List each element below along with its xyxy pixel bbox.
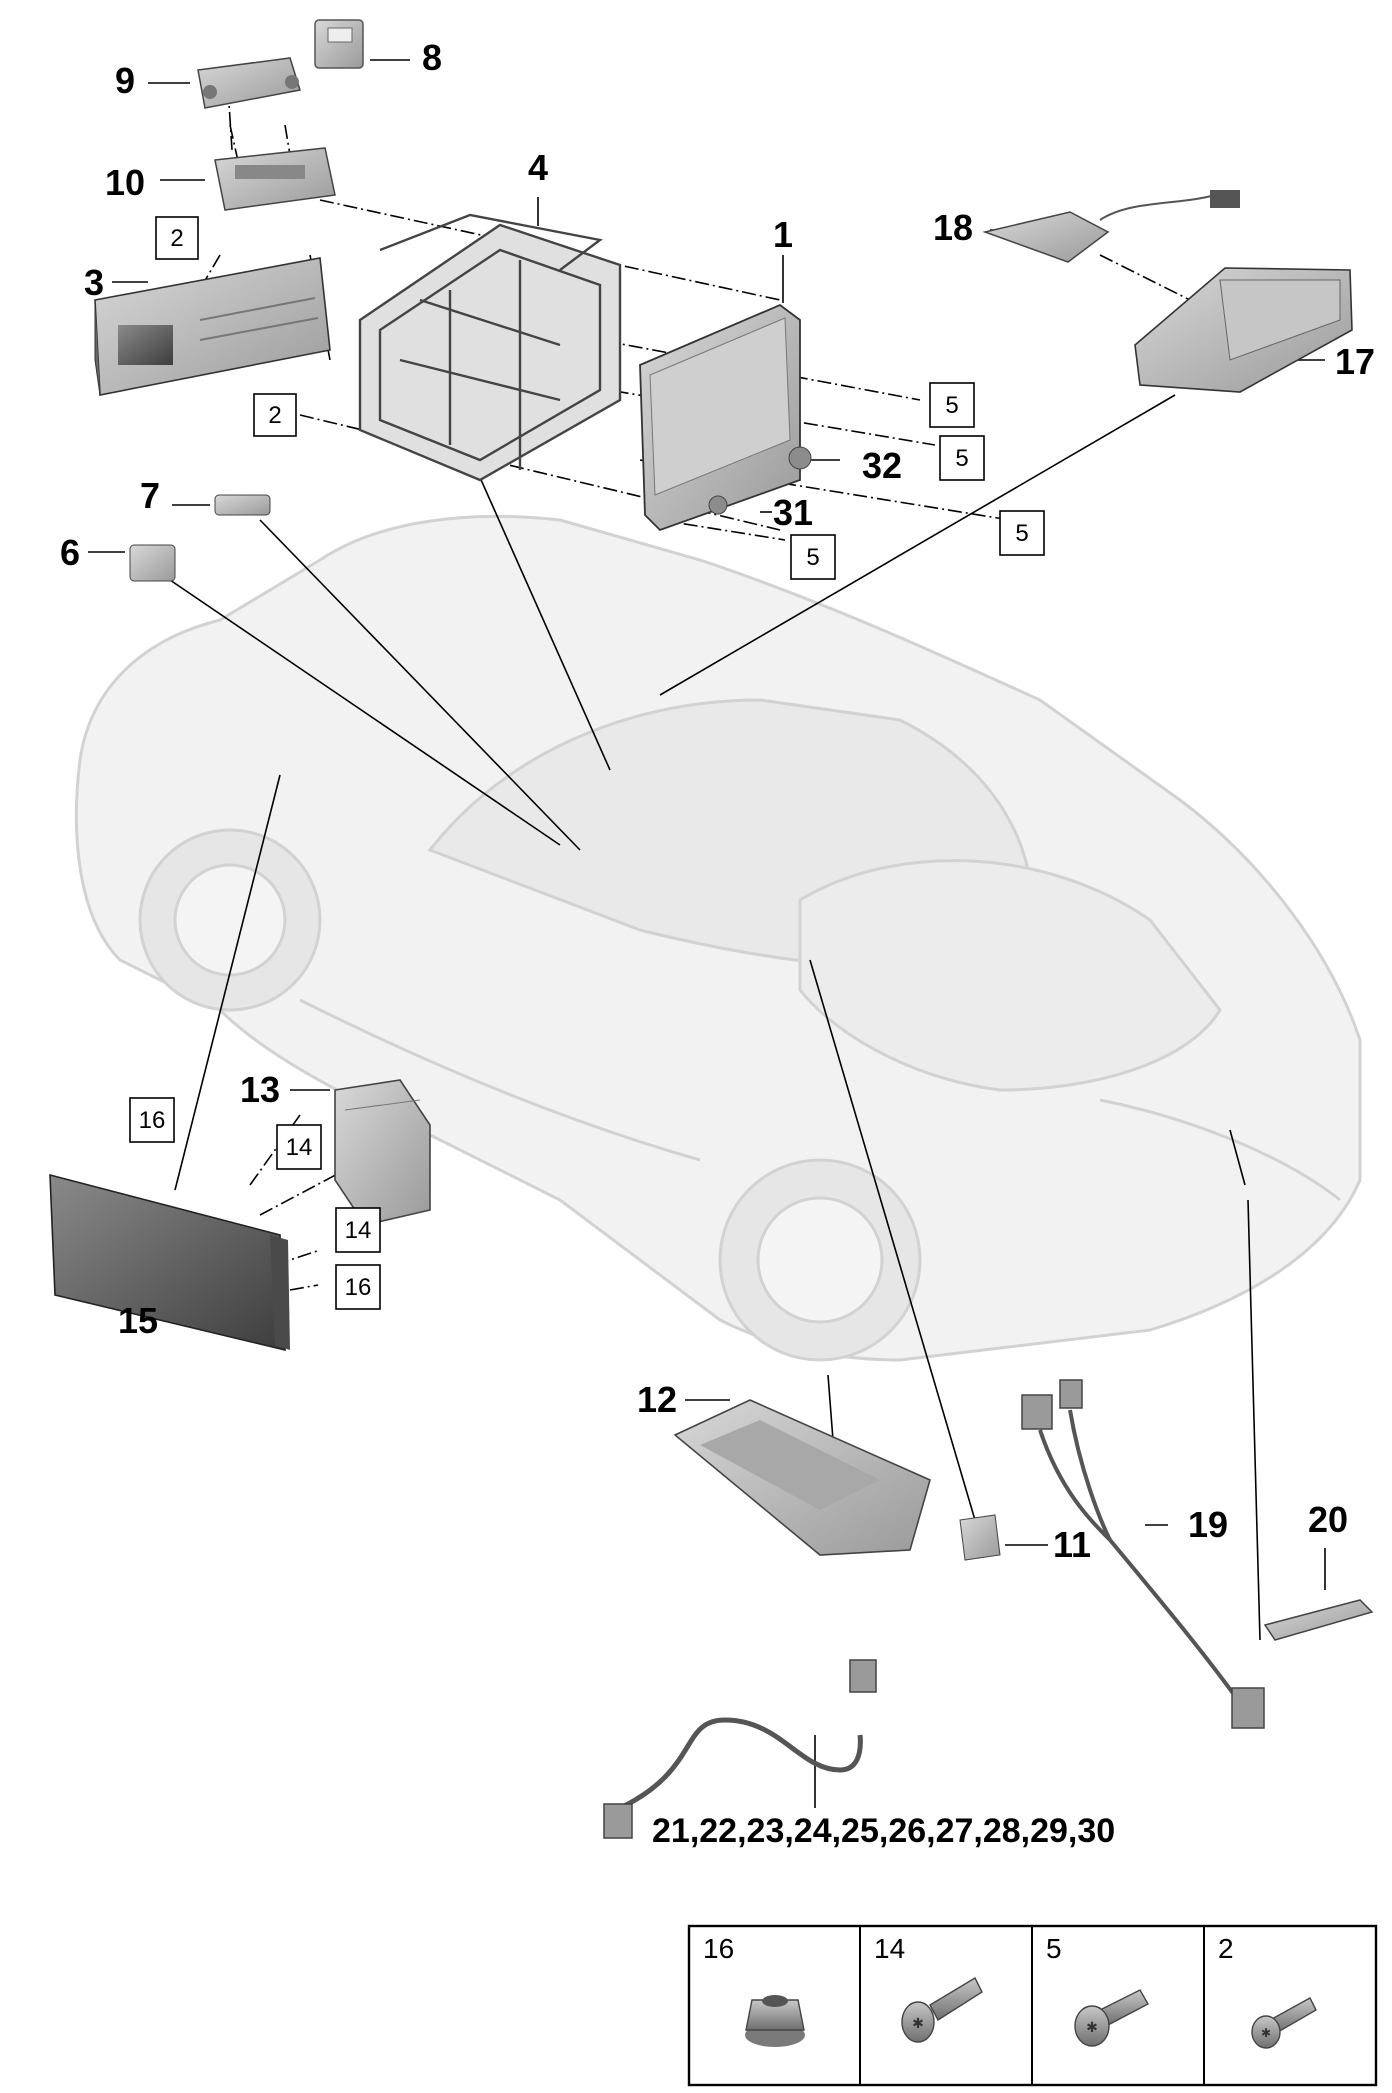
- callout-31: 31: [773, 492, 813, 533]
- boxed-5-b: 5: [939, 435, 985, 481]
- part-21-30-cable: [603, 1659, 877, 1839]
- part-12-tray: [673, 1399, 931, 1556]
- boxed-2-bottom: 2: [253, 393, 297, 437]
- callout-7: 7: [140, 475, 160, 516]
- part-11-connector: [959, 1514, 1001, 1561]
- callout-17: 17: [1335, 341, 1375, 382]
- svg-text:14: 14: [286, 1134, 313, 1161]
- part-19-cable: [1021, 1379, 1265, 1729]
- part-18-sensor: [982, 190, 1240, 263]
- callout-13: 13: [240, 1069, 280, 1110]
- callout-18: 18: [933, 207, 973, 248]
- bolt-icon: ✱: [1074, 1989, 1149, 2047]
- callout-9: 9: [115, 60, 135, 101]
- boxed-labels: 2 2 5 5 5 5 16 14: [129, 216, 1045, 1310]
- callout-32: 32: [862, 445, 902, 486]
- svg-text:5: 5: [1015, 520, 1028, 547]
- svg-text:14: 14: [345, 1217, 372, 1244]
- boxed-16-top: 16: [129, 1097, 175, 1143]
- legend-label-16: 16: [703, 1933, 734, 1964]
- callout-3: 3: [84, 262, 104, 303]
- part-20-antenna: [1263, 1599, 1374, 1641]
- part-6-connector: [129, 544, 176, 582]
- part-8-connector: [314, 19, 364, 69]
- svg-text:✱: ✱: [1261, 2026, 1271, 2040]
- callout-19: 19: [1188, 1504, 1228, 1545]
- callout-20: 20: [1308, 1499, 1348, 1540]
- boxed-16-bottom: 16: [335, 1264, 381, 1310]
- boxed-14-bottom: 14: [335, 1207, 381, 1253]
- callout-1: 1: [773, 214, 793, 255]
- svg-text:16: 16: [345, 1274, 372, 1301]
- part-17-amplifier: [1134, 267, 1353, 393]
- svg-text:16: 16: [139, 1107, 166, 1134]
- part-9-module: [197, 57, 301, 109]
- part-3-radio-unit: [94, 257, 331, 396]
- boxed-14-top: 14: [276, 1124, 322, 1170]
- part-13-control-unit: [334, 1079, 431, 1226]
- callout-10: 10: [105, 162, 145, 203]
- part-15-bracket: [49, 1173, 290, 1352]
- callout-12: 12: [637, 1379, 677, 1420]
- callout-21-30: 21,22,23,24,25,26,27,28,29,30: [652, 1812, 1115, 1850]
- svg-text:5: 5: [945, 392, 958, 419]
- callout-8: 8: [422, 37, 442, 78]
- svg-text:5: 5: [955, 445, 968, 472]
- svg-text:✱: ✱: [912, 2016, 924, 2032]
- part-4-mounting-frame: [358, 213, 622, 482]
- callout-15: 15: [118, 1300, 158, 1341]
- screw-icon: ✱: [1251, 1997, 1317, 2049]
- car-silhouette: [74, 514, 1362, 1362]
- fastener-legend: 16 14 5 2 ✱ ✱ ✱: [687, 1924, 1378, 2087]
- boxed-5-d: 5: [790, 534, 836, 580]
- svg-text:✱: ✱: [1086, 2020, 1098, 2036]
- callout-labels: 8 9 10 4 3 1 18 17 32 31 7 6 13 15 12 11…: [60, 37, 1375, 1850]
- boxed-2-top: 2: [155, 216, 199, 260]
- legend-label-5: 5: [1046, 1933, 1062, 1964]
- part-1-display-unit: [639, 303, 812, 532]
- callout-11: 11: [1053, 1524, 1091, 1565]
- legend-label-2: 2: [1218, 1933, 1234, 1964]
- nut-icon: [745, 1995, 805, 2047]
- boxed-5-c: 5: [999, 510, 1045, 556]
- callout-4: 4: [528, 147, 548, 188]
- bolt-long-icon: ✱: [901, 1977, 983, 2043]
- part-7-connector: [214, 494, 271, 516]
- legend-label-14: 14: [874, 1933, 905, 1964]
- svg-text:2: 2: [170, 225, 183, 252]
- svg-text:2: 2: [268, 402, 281, 429]
- boxed-5-a: 5: [929, 382, 975, 428]
- callout-6: 6: [60, 532, 80, 573]
- part-10-bracket: [214, 147, 336, 211]
- svg-text:5: 5: [806, 544, 819, 571]
